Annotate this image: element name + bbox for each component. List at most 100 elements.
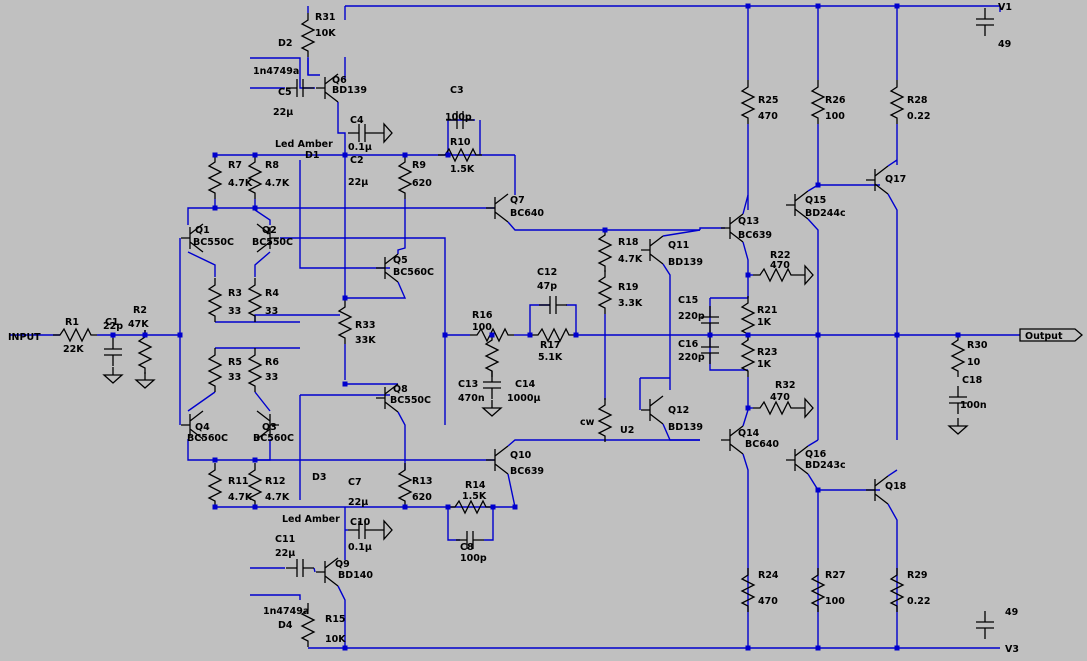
q3-value-label: BC560C <box>253 433 294 444</box>
r9-resistor <box>398 154 412 200</box>
q12-transistor <box>640 395 664 425</box>
r1-ref-label: R1 <box>65 317 79 328</box>
r3-value-label: 33 <box>228 306 241 317</box>
r6-value-label: 33 <box>265 372 278 383</box>
q2-value-label: BC550C <box>252 237 293 248</box>
wires <box>10 5 1020 649</box>
r18-ref-label: R18 <box>618 237 639 248</box>
r7-resistor <box>208 154 222 200</box>
c13-capacitor <box>482 370 502 400</box>
r26-resistor <box>811 79 825 125</box>
q8-ref-label: Q8 <box>393 384 408 395</box>
c11-ref-label: C11 <box>275 534 295 545</box>
c2-ref-label: C2 <box>350 155 364 166</box>
r9-value-label: 620 <box>412 178 432 189</box>
r10-ref-label: R10 <box>450 137 471 148</box>
input-net-label: INPUT <box>8 332 41 343</box>
q17-ref-label: Q17 <box>885 174 906 185</box>
c8-value-label: 100p <box>460 553 487 564</box>
q13-value-label: BC639 <box>738 230 772 241</box>
c2-value-label: 22µ <box>348 177 368 188</box>
r16-ref-label: R16 <box>472 310 493 321</box>
r25-value-label: 470 <box>758 111 778 122</box>
q16-ref-label: Q16 <box>805 449 827 460</box>
q9-value-label: BD140 <box>338 570 373 581</box>
c1-ref-label: C1 <box>105 317 119 328</box>
d4-ref-label: D4 <box>278 620 293 631</box>
q6-value-label: BD139 <box>332 85 367 96</box>
c18-value-label: 100n <box>960 400 987 411</box>
r25-ref-label: R25 <box>758 95 779 106</box>
c10-value-label: 0.1µ <box>348 542 372 553</box>
c8-ref-label: C8 <box>460 542 474 553</box>
r27-value-label: 100 <box>825 596 845 607</box>
r19-ref-label: R19 <box>618 282 639 293</box>
c16-ref-label: C16 <box>678 339 699 350</box>
r2-ref-label: R2 <box>133 305 147 316</box>
q11-value-label: BD139 <box>668 257 703 268</box>
r18-resistor <box>598 227 612 273</box>
d2-ref-label: D2 <box>278 38 293 49</box>
r32-resistor <box>752 401 798 415</box>
r32-value-label: 470 <box>770 392 790 403</box>
r5-value-label: 33 <box>228 372 241 383</box>
r28-ref-label: R28 <box>907 95 928 106</box>
d1-value-label: Led Amber <box>275 139 333 150</box>
q5-value-label: BC560C <box>393 267 434 278</box>
r3-resistor <box>208 277 222 323</box>
r8-value-label: 4.7K <box>265 178 290 189</box>
q7-transistor <box>485 193 509 223</box>
q1-ref-label: Q1 <box>195 225 210 236</box>
r2-value-label: 47K <box>128 319 149 330</box>
v1-source <box>975 7 995 37</box>
output-net-label: Output <box>1025 331 1063 342</box>
c1-capacitor <box>103 337 123 367</box>
r9-ref-label: R9 <box>412 160 426 171</box>
r23-ref-label: R23 <box>757 347 778 358</box>
r6-resistor <box>248 347 262 393</box>
r31-value-label: 10K <box>315 28 336 39</box>
q15-value-label: BD244c <box>805 208 846 219</box>
d1-ref-label: D1 <box>305 150 320 161</box>
r5-ref-label: R5 <box>228 357 242 368</box>
r33-resistor <box>338 299 352 345</box>
d2-value-label: 1n4749a <box>253 66 299 77</box>
r8-resistor <box>248 154 262 200</box>
r18-value-label: 4.7K <box>618 254 643 265</box>
q14-ref-label: Q14 <box>738 428 760 439</box>
q10-ref-label: Q10 <box>510 450 532 461</box>
r4-value-label: 33 <box>265 306 278 317</box>
c13-ground <box>482 399 502 417</box>
r2-ground <box>135 371 155 389</box>
c14-value-label: 1000µ <box>507 393 540 404</box>
r33-value-label: 33K <box>355 335 376 346</box>
r13-resistor <box>398 462 412 508</box>
r30-value-label: 10 <box>967 357 981 368</box>
q4-ref-label: Q4 <box>195 422 210 433</box>
r28-resistor <box>890 79 904 125</box>
r15-ref-label: R15 <box>325 614 346 625</box>
r24-value-label: 470 <box>758 596 778 607</box>
c3-ref-label: C3 <box>450 85 464 96</box>
q18-ref-label: Q18 <box>885 481 907 492</box>
q14-value-label: BC640 <box>745 439 779 450</box>
q2-ref-label: Q2 <box>262 225 277 236</box>
r13-ref-label: R13 <box>412 476 433 487</box>
c1-ground <box>103 366 123 384</box>
c13-ref-label: C13 <box>458 379 478 390</box>
r1-value-label: 22K <box>63 344 84 355</box>
r11-value-label: 4.7K <box>228 492 253 503</box>
q15-ref-label: Q15 <box>805 195 826 206</box>
d3-value-label: Led Amber <box>282 514 340 525</box>
r17-ref-label: R17 <box>540 340 561 351</box>
r4-ref-label: R4 <box>265 288 279 299</box>
r22-value-label: 470 <box>770 260 790 271</box>
c15-value-label: 220p <box>678 311 705 322</box>
r30-ref-label: R30 <box>967 340 988 351</box>
r23-value-label: 1K <box>757 359 772 370</box>
r12-ref-label: R12 <box>265 476 286 487</box>
r29-ref-label: R29 <box>907 570 928 581</box>
r11-ref-label: R11 <box>228 476 249 487</box>
